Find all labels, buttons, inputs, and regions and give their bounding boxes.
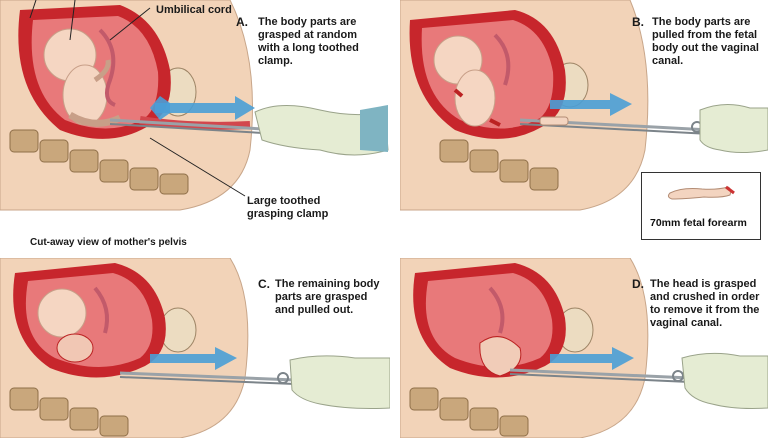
umbilical-cord-label: Umbilical cord xyxy=(156,4,232,16)
panel-d-illustration xyxy=(400,258,768,438)
large-clamp-label: Large toothed grasping clamp xyxy=(247,195,329,220)
forearm-illustration xyxy=(667,185,735,200)
panel-c-letter: C. xyxy=(258,277,270,291)
forearm-inset: 70mm fetal forearm xyxy=(641,172,761,240)
panel-b-illustration xyxy=(400,0,768,230)
panel-b-caption: The body parts are pulled from the fetal… xyxy=(652,16,759,67)
inset-caption: 70mm fetal forearm xyxy=(650,217,747,229)
panel-a-caption: The body parts are grasped at random wit… xyxy=(258,16,359,67)
panel-d-letter: D. xyxy=(632,277,644,291)
panel-a-letter: A. xyxy=(236,15,248,29)
panel-c-illustration xyxy=(0,258,390,438)
cutaway-label: Cut-away view of mother's pelvis xyxy=(30,237,187,248)
panel-a-illustration xyxy=(0,0,390,230)
panel-d-caption: The head is grasped and crushed in order… xyxy=(650,278,760,329)
panel-b-letter: B. xyxy=(632,15,644,29)
panel-c-caption: The remaining body parts are grasped and… xyxy=(275,278,380,316)
